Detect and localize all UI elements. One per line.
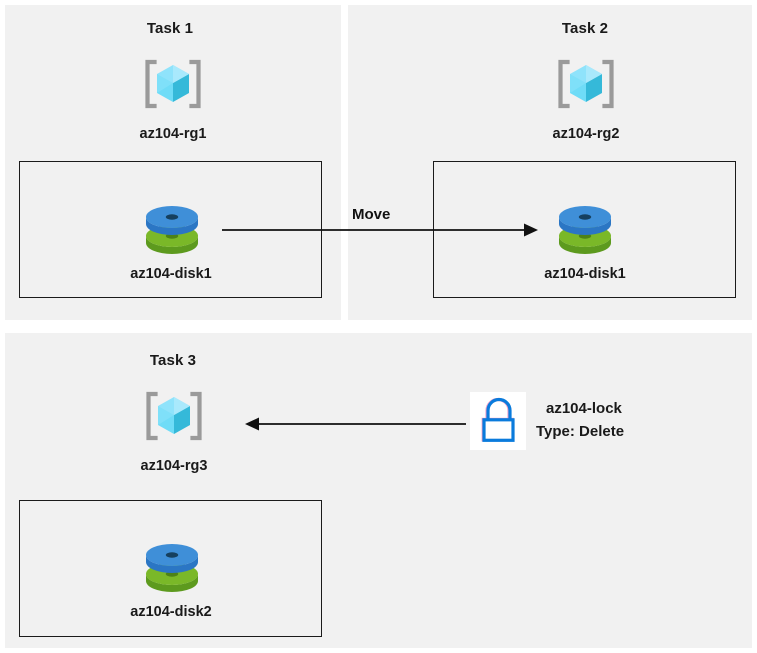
disk-label-task2: az104-disk1 <box>544 266 626 282</box>
resource-group-cube-icon <box>142 384 206 448</box>
disk-label-task3: az104-disk2 <box>130 604 212 620</box>
lock-type-label: Type: Delete <box>536 423 625 440</box>
disk-label-task1: az104-disk1 <box>130 266 212 282</box>
resource-group-label-task3: az104-rg3 <box>140 458 208 474</box>
task-title-task3: Task 3 <box>149 352 197 369</box>
move-arrow-label: Move <box>352 206 391 223</box>
lock-icon <box>470 392 526 450</box>
resource-group-cube-icon <box>554 52 618 116</box>
task-title-task1: Task 1 <box>146 20 194 37</box>
resource-group-label-task1: az104-rg1 <box>139 126 207 142</box>
resource-group-cube-icon <box>141 52 205 116</box>
managed-disk-icon <box>553 196 617 260</box>
lock-name-label: az104-lock <box>546 400 622 417</box>
resource-group-label-task2: az104-rg2 <box>552 126 620 142</box>
managed-disk-icon <box>140 196 204 260</box>
task-title-task2: Task 2 <box>561 20 609 37</box>
managed-disk-icon <box>140 534 204 598</box>
